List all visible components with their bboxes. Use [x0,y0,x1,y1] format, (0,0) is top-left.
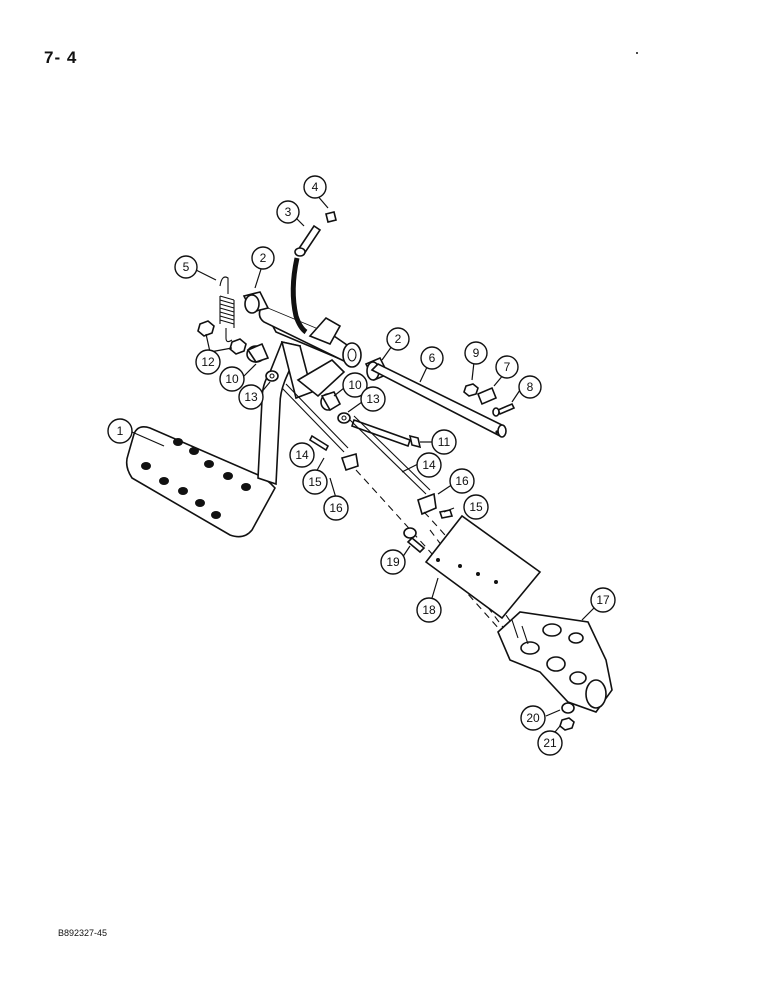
svg-text:17: 17 [596,593,610,607]
washer-upper [265,370,279,382]
svg-text:6: 6 [429,351,436,365]
callout-2-right: 2 [386,327,410,351]
pivot-rod [370,363,507,438]
svg-text:19: 19 [386,555,400,569]
clevis-right [417,492,454,519]
callout-4: 4 [303,175,327,199]
callout-15-left: 15 [302,469,328,495]
bolt-and-nut-top [294,211,337,257]
speck [636,52,638,54]
callout-1: 1 [107,418,133,444]
nuts-12 [197,320,247,355]
svg-text:8: 8 [527,380,534,394]
bolt-8 [492,402,516,417]
washer-20 [561,702,575,714]
callout-3: 3 [276,200,300,224]
callout-9: 9 [464,341,488,365]
svg-text:20: 20 [526,711,540,725]
svg-text:14: 14 [422,458,436,472]
pin-7 [476,386,498,406]
svg-text:9: 9 [473,346,480,360]
callout-13-lower: 13 [360,386,386,412]
callout-12: 12 [195,349,221,375]
bushing-left [242,291,270,314]
bolt-19 [403,527,426,554]
callout-14-left: 14 [289,442,315,468]
callout-19: 19 [380,549,406,575]
plate-18 [424,514,542,620]
pedal-holes [141,438,251,519]
svg-text:5: 5 [183,260,190,274]
callout-13-upper: 13 [238,384,264,410]
long-bolt-11 [350,418,422,449]
callout-17: 17 [590,587,616,613]
svg-text:1: 1 [117,424,124,438]
callout-16-left: 16 [323,495,349,521]
svg-text:2: 2 [395,332,402,346]
callout-16-right: 16 [449,468,475,494]
svg-text:15: 15 [469,500,483,514]
callout-10-lower: 10 [342,372,368,398]
pedal-pad [125,426,276,538]
svg-text:3: 3 [285,205,292,219]
callout-14-right: 14 [416,452,442,478]
nut-9 [463,383,479,397]
return-spring [219,276,235,343]
svg-text:14: 14 [295,448,309,462]
svg-text:13: 13 [244,390,258,404]
svg-text:2: 2 [260,251,267,265]
callout-15-right: 15 [463,494,489,520]
page-number: 7- 4 [44,48,78,67]
spacer-upper [246,342,270,363]
nut-21 [559,717,575,731]
callout-6: 6 [420,346,444,370]
callout-11: 11 [431,429,457,455]
svg-text:16: 16 [329,501,343,515]
svg-text:18: 18 [422,603,436,617]
svg-text:10: 10 [348,378,362,392]
callout-21: 21 [537,730,563,756]
svg-text:13: 13 [366,392,380,406]
callout-7: 7 [495,355,519,379]
svg-text:21: 21 [543,736,557,750]
svg-text:7: 7 [504,360,511,374]
callout-10-upper: 10 [219,366,245,392]
callout-18: 18 [416,597,442,623]
svg-text:10: 10 [225,372,239,386]
callout-5: 5 [174,255,198,279]
spacer-lower [320,391,342,412]
svg-text:11: 11 [438,435,451,449]
valve-17 [497,611,613,713]
svg-text:16: 16 [455,474,469,488]
link-rods-14 [281,383,431,495]
svg-text:4: 4 [312,180,319,194]
svg-text:12: 12 [201,355,215,369]
figure-code: B892327-45 [58,928,108,938]
callout-8: 8 [518,375,542,399]
callout-2-left: 2 [251,246,275,270]
callout-20: 20 [520,705,546,731]
washer-lower [337,412,351,424]
svg-text:15: 15 [308,475,322,489]
clevis-left [308,434,359,472]
